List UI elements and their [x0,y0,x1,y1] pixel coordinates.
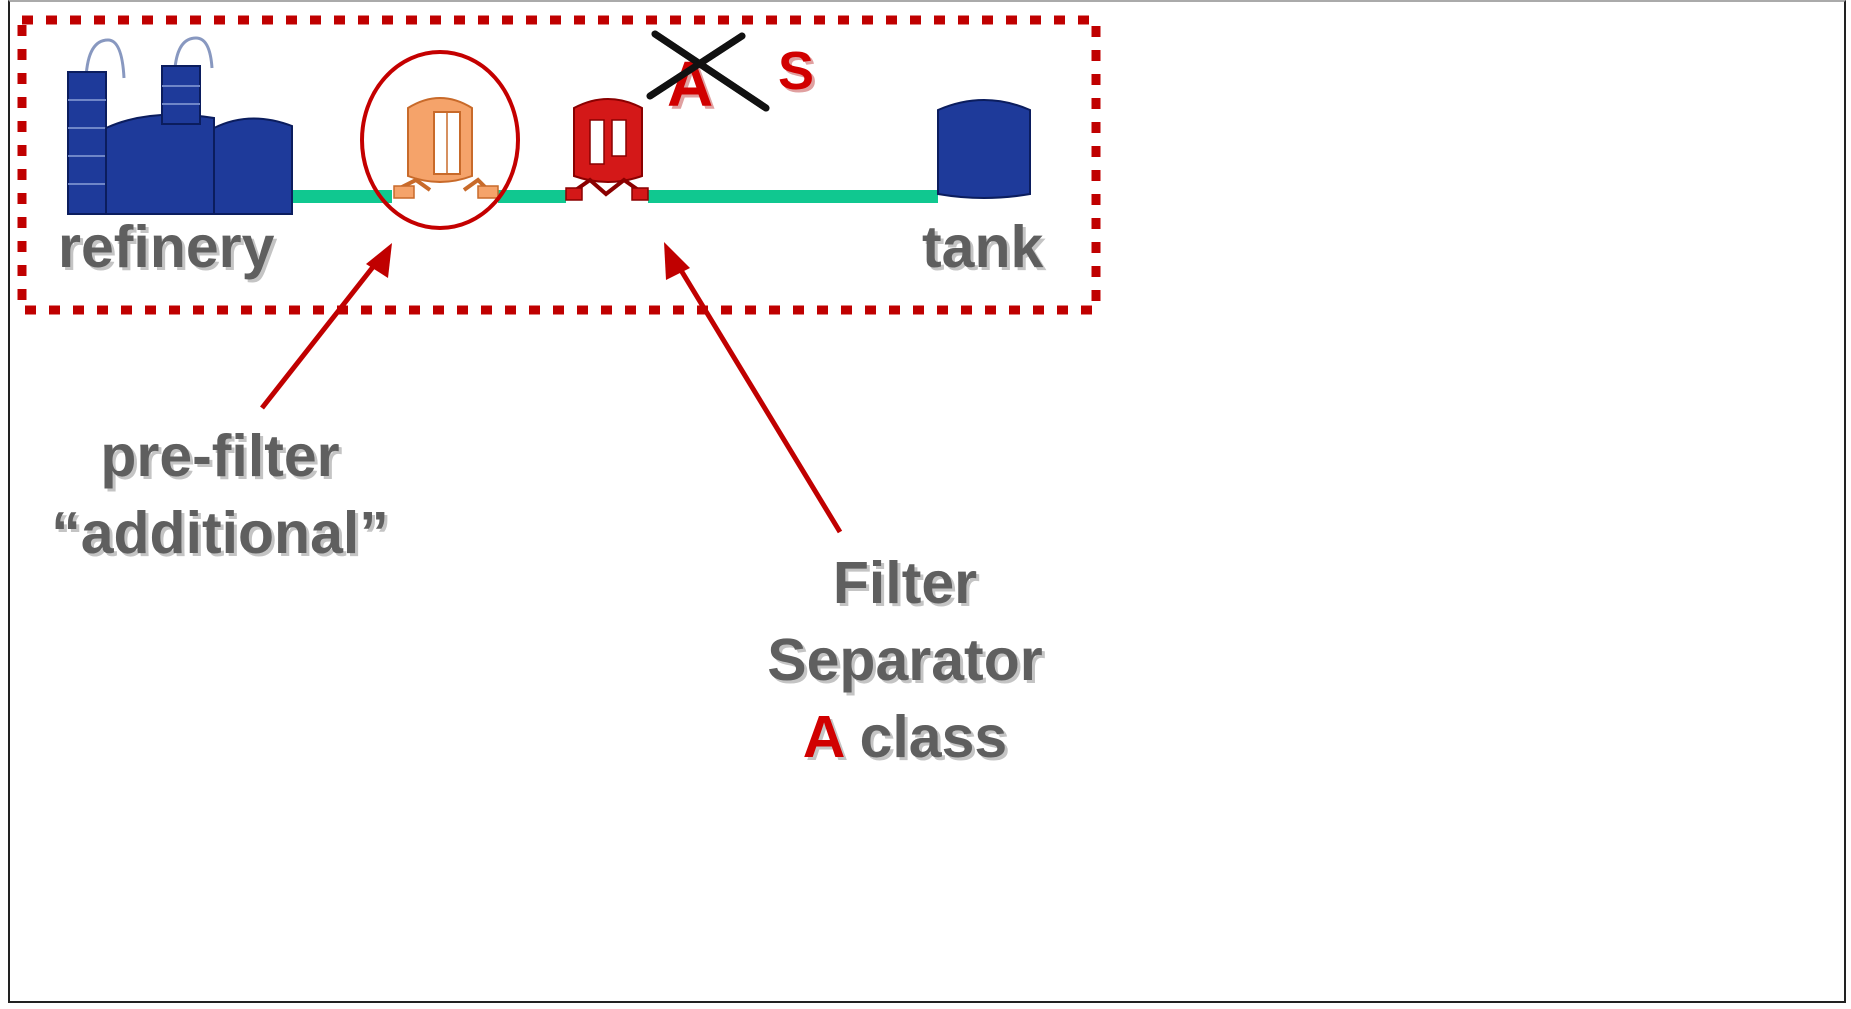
prefilter-highlight-circle [360,50,520,230]
slide-frame [8,0,1846,1003]
filter-separator-label-line1: Filter [832,550,978,616]
old-class-letter: A [667,48,714,120]
filter-separator-label: Filter Separator A class [700,545,1110,776]
refinery-icon [67,36,293,215]
boundary-box [17,15,1101,315]
arrows [260,242,843,534]
prefilter-label: pre-filter “additional” [20,418,420,572]
arrow-to-prefilter [260,256,382,410]
arrow-to-filter-separator [673,260,843,534]
filter-class-word: class [843,704,1008,770]
tank-icon [937,99,1031,199]
new-class-letter: S [778,41,815,101]
tank-label: tank [922,214,1044,280]
filter-class-letter: A [802,704,844,770]
filter-separator-icon [565,98,649,201]
refinery-label: refinery [58,214,275,280]
prefilter-vessel-icon [393,97,499,199]
arrow-head-prefilter [366,243,392,278]
filter-separator-label-line3: A class [700,699,1110,776]
prefilter-label-line2: “additional” [51,500,389,566]
arrow-head-filter-separator [664,242,690,280]
filter-separator-label-line2: Separator [767,627,1043,693]
pipe-lines [292,190,938,203]
prefilter-label-line1: pre-filter [100,423,340,489]
